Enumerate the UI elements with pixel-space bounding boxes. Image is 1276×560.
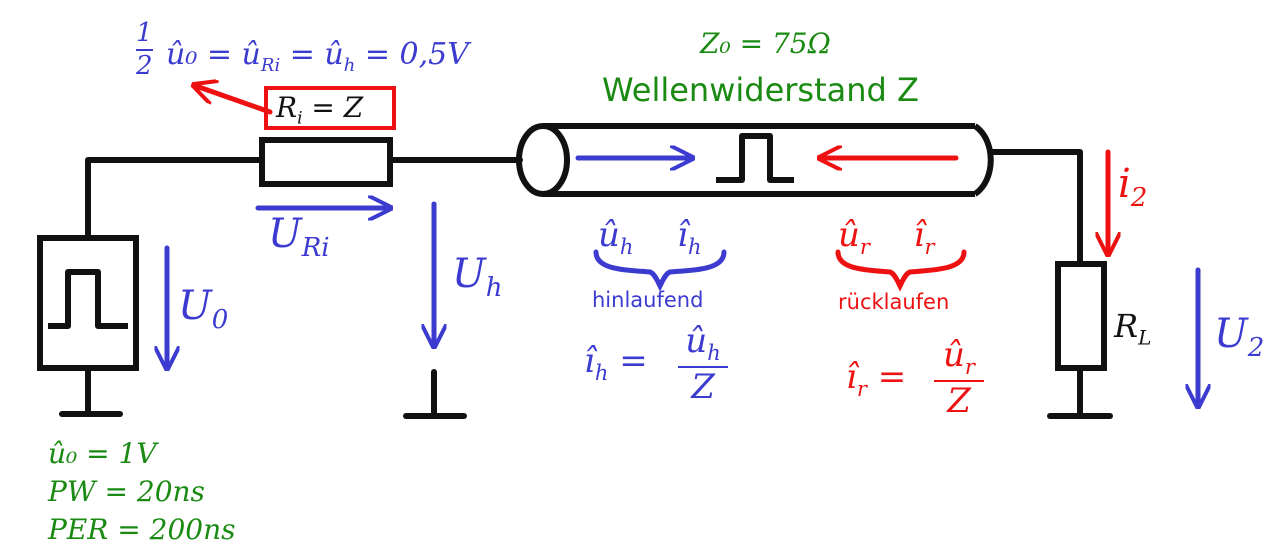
forward-eq-denominator: Z bbox=[691, 366, 715, 407]
forward-eq-bar bbox=[678, 365, 728, 368]
line-pulse-icon bbox=[716, 133, 794, 183]
u2-label: U2 bbox=[1214, 314, 1264, 361]
reflected-brace bbox=[835, 249, 967, 292]
resistor-rl bbox=[1055, 261, 1107, 371]
forward-eq-equals: = bbox=[608, 341, 648, 381]
reflected-caption: rücklaufen bbox=[838, 290, 950, 314]
resistor-ri-label: Ri = Z bbox=[276, 94, 363, 128]
source-amplitude: û₀ = 1V bbox=[48, 437, 157, 470]
i2-symbol: i bbox=[1118, 161, 1131, 207]
ri-tail: = Z bbox=[302, 91, 364, 124]
pulse-source bbox=[37, 235, 139, 371]
uri-symbol: U bbox=[268, 211, 302, 257]
source-pulse-width: PW = 20ns bbox=[48, 475, 205, 508]
reflected-eq-numerator: ûr bbox=[934, 335, 984, 379]
top-formula-numerator: 1 bbox=[136, 18, 153, 48]
uri-label: URi bbox=[268, 214, 330, 261]
reflected-eq-equals: = bbox=[866, 357, 907, 397]
resistor-ri bbox=[259, 137, 393, 187]
reflected-eq-i-subscript: r bbox=[856, 376, 867, 401]
forward-amplitude-labels: ûh îh bbox=[598, 218, 701, 258]
z0-formula: Z₀ = 75Ω bbox=[700, 27, 831, 60]
uh-symbol: U bbox=[452, 251, 486, 297]
forward-i-symbol: î bbox=[677, 215, 688, 255]
reflected-eq-u-subscript: r bbox=[964, 354, 975, 379]
line-title: Wellenwiderstand Z bbox=[602, 71, 919, 109]
uh-label: Uh bbox=[452, 254, 502, 301]
top-formula-part-c: = 0,5V bbox=[355, 37, 469, 72]
source-period: PER = 200ns bbox=[48, 513, 236, 546]
transmission-line bbox=[516, 123, 994, 197]
top-formula-sub-h: h bbox=[343, 55, 356, 76]
forward-eq-u-symbol: û bbox=[685, 321, 708, 361]
forward-equation-fraction: ûh Z bbox=[678, 321, 728, 407]
forward-equation-lhs: îh = bbox=[584, 344, 648, 384]
rl-subscript: L bbox=[1138, 325, 1152, 350]
wire-line-to-load bbox=[987, 149, 1083, 265]
reflected-eq-denominator: Z bbox=[947, 380, 971, 421]
top-formula-denominator: 2 bbox=[136, 51, 153, 82]
reflected-equation-lhs: îr = bbox=[846, 360, 906, 400]
forward-eq-numerator: ûh bbox=[678, 321, 728, 365]
u0-subscript: 0 bbox=[211, 305, 229, 335]
top-formula: û₀ = ûRi = ûh = 0,5V bbox=[166, 40, 469, 75]
pulse-source-icon bbox=[48, 269, 128, 329]
forward-brace bbox=[593, 249, 727, 292]
top-formula-sub-ri: Ri bbox=[260, 55, 281, 76]
top-formula-fraction-bar bbox=[136, 49, 153, 52]
u2-subscript: 2 bbox=[1247, 333, 1265, 363]
ri-subscript: i bbox=[297, 108, 303, 129]
rl-label: RL bbox=[1114, 310, 1151, 347]
forward-u-symbol: û bbox=[598, 215, 620, 255]
i2-subscript: 2 bbox=[1130, 183, 1148, 213]
reflected-i-subscript: r bbox=[924, 234, 935, 259]
top-formula-part-a: û₀ = û bbox=[166, 37, 261, 72]
reflected-equation-fraction: ûr Z bbox=[934, 335, 984, 421]
top-formula-arrow bbox=[196, 86, 273, 115]
reflected-i-symbol: î bbox=[913, 215, 925, 255]
u0-label: U0 bbox=[178, 286, 228, 333]
forward-eq-u-subscript: h bbox=[707, 340, 721, 365]
reflected-eq-u-symbol: û bbox=[943, 335, 965, 375]
top-formula-fraction: 1 2 bbox=[136, 18, 153, 82]
uh-subscript: h bbox=[485, 273, 503, 303]
reflected-u-subscript: r bbox=[859, 234, 870, 259]
forward-eq-i-symbol: î bbox=[584, 341, 595, 381]
forward-eq-i-subscript: h bbox=[594, 360, 609, 385]
reflected-u-symbol: û bbox=[838, 215, 860, 255]
reflected-eq-bar bbox=[934, 379, 984, 382]
reflected-eq-i-symbol: î bbox=[846, 357, 857, 397]
forward-u-subscript: h bbox=[619, 234, 634, 259]
forward-i-subscript: h bbox=[687, 234, 702, 259]
rl-symbol: R bbox=[1114, 307, 1139, 345]
i2-label: i2 bbox=[1118, 164, 1147, 211]
wire-source-top bbox=[85, 157, 265, 241]
forward-caption: hinlaufend bbox=[592, 288, 704, 312]
top-formula-part-b: = û bbox=[280, 37, 344, 72]
uri-subscript: Ri bbox=[301, 233, 330, 263]
reflected-amplitude-labels: ûr îr bbox=[838, 218, 935, 258]
ri-symbol: R bbox=[276, 91, 298, 124]
u2-symbol: U bbox=[1214, 311, 1248, 357]
u0-symbol: U bbox=[178, 283, 212, 329]
